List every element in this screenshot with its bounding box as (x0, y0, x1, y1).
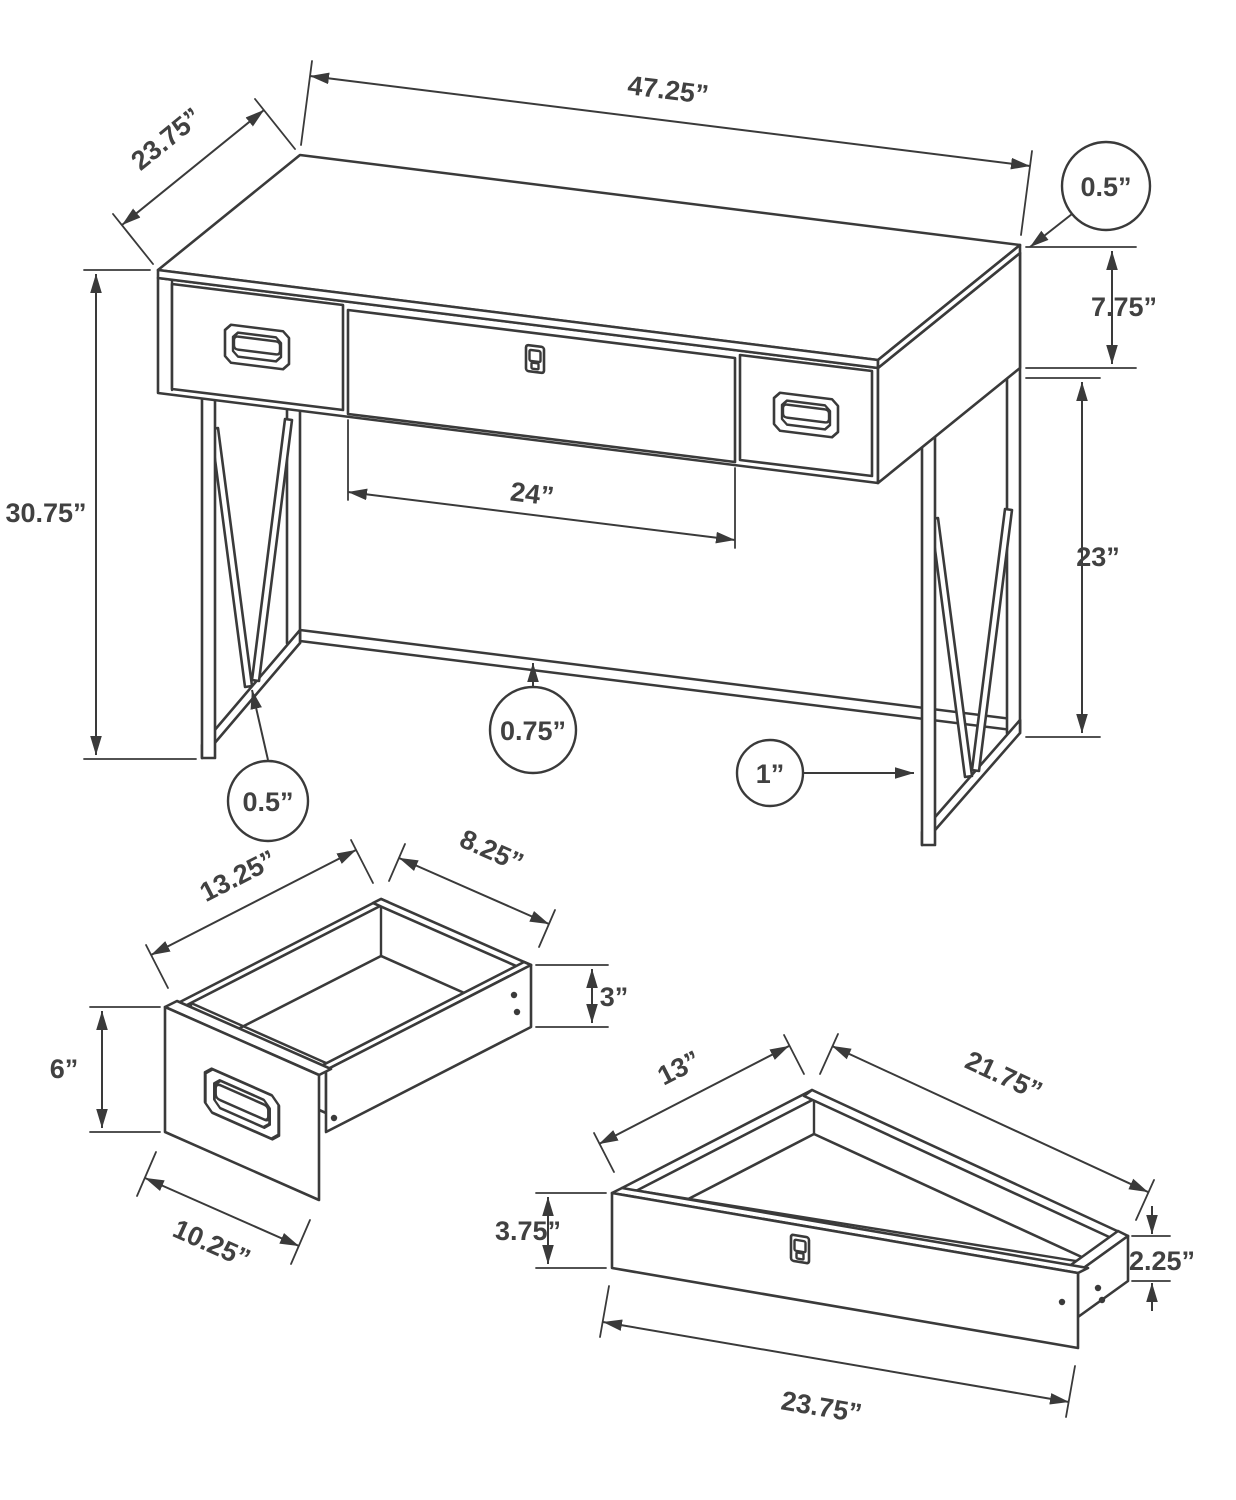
extension-line (593, 1132, 615, 1173)
extension-line (783, 1034, 805, 1075)
extension-line (388, 843, 406, 882)
center-drawer-pull (524, 343, 546, 375)
dimension-line (309, 72, 1031, 170)
inner-front-edge (189, 1001, 328, 1065)
right-drawer-handle (772, 391, 840, 439)
screw-dot (330, 1114, 338, 1122)
dim-leg-width: 1” (756, 759, 785, 789)
dim-leg-clearance: 23” (1076, 542, 1120, 572)
dim-small-drawer-front-height: 6” (50, 1054, 79, 1084)
dim-bubble-brace (226, 759, 310, 843)
screw-dot (513, 1008, 521, 1016)
dimension-line (144, 1177, 300, 1247)
extension-line (1020, 150, 1033, 236)
dimension-line (602, 1319, 1070, 1405)
screw-dot (1094, 1284, 1102, 1292)
drawer-pull (789, 1233, 811, 1265)
leader-line (250, 689, 269, 761)
dim-large-drawer-side-height: 2.25” (1129, 1246, 1195, 1276)
right-v-brace-front (929, 516, 974, 779)
dim-small-drawer-side-height: 3” (600, 982, 629, 1012)
desk-isometric-view: 47.25” 23.75” 0.5” 7.75” 30.75” 24” (5, 60, 1157, 847)
right-wall-outer (324, 963, 533, 1134)
extension-line (300, 60, 313, 146)
dim-large-drawer-top-width: 21.75” (961, 1045, 1047, 1106)
dimension-line (398, 857, 550, 925)
dim-small-drawer-depth: 13.25” (195, 844, 281, 908)
dim-large-drawer-front-height: 3.75” (495, 1216, 561, 1246)
large-drawer-box (610, 1088, 1130, 1350)
large-drawer-isometric-view: 13” 21.75” 3.75” 2.25” 23.75” (495, 1033, 1195, 1429)
extension-line (350, 839, 374, 884)
extension-line (112, 213, 154, 265)
leader-line (1029, 213, 1073, 248)
screw-dot (510, 991, 518, 999)
dimension-line (598, 1045, 790, 1145)
handle-bail (781, 403, 831, 424)
pull-recess (528, 348, 542, 364)
extension-line (819, 1033, 839, 1075)
drawer-handle (203, 1067, 281, 1141)
back-wall-top (371, 897, 533, 971)
extension-line (538, 909, 556, 948)
small-drawer-isometric-view: 13.25” 8.25” 6” 3” 10.25” (50, 824, 629, 1274)
stretcher-bar (298, 628, 1022, 733)
small-drawer-box (163, 897, 533, 1202)
dimension-line (150, 849, 357, 956)
left-drawer-handle (223, 323, 291, 371)
dim-desk-overall-height: 30.75” (5, 498, 86, 528)
left-bottom-rail (200, 628, 302, 760)
dimension-line (121, 109, 265, 226)
dim-bubble-stretcher (488, 685, 578, 775)
dim-large-drawer-front-width: 23.75” (779, 1386, 864, 1429)
right-front-leg (920, 434, 937, 847)
extension-line (290, 1219, 311, 1265)
dim-bubble-leg-width (735, 738, 805, 808)
handle-recess (213, 1079, 271, 1129)
dim-bubble-top-thickness (1060, 140, 1152, 232)
left-v-brace-front (209, 426, 254, 689)
dim-center-drawer-width: 24” (509, 476, 556, 511)
right-bottom-rail (920, 718, 1022, 847)
dim-large-drawer-depth: 13” (653, 1045, 705, 1092)
left-front-leg (200, 390, 217, 760)
pull-drop (795, 1251, 805, 1261)
dim-stretcher-thickness: 0.75” (500, 716, 566, 746)
right-v-brace-back (970, 507, 1014, 773)
center-drawer-front (346, 308, 737, 464)
extension-line (599, 1285, 610, 1338)
handle-recess (780, 399, 832, 431)
screw-dot (1098, 1296, 1106, 1304)
extension-line (1065, 1365, 1076, 1418)
dim-desk-apron-height: 7.75” (1091, 292, 1157, 322)
handle-bail (232, 335, 282, 356)
dimension-line (831, 1045, 1149, 1193)
dim-small-drawer-front-width: 10.25” (169, 1214, 255, 1274)
left-v-brace-back (250, 417, 294, 683)
dim-brace-thickness: 0.5” (242, 787, 293, 817)
extension-line (254, 98, 296, 150)
handle-bail (214, 1083, 270, 1122)
desk-drawers (170, 282, 874, 478)
pull-recess (793, 1238, 807, 1254)
desk-top-right-edge (876, 243, 1022, 370)
extension-line (136, 1151, 157, 1197)
handle-recess (231, 331, 283, 363)
front-panel-face (610, 1191, 1080, 1350)
extension-line (145, 944, 169, 989)
dim-desk-top-thickness: 0.5” (1080, 172, 1131, 202)
dimension-line (347, 488, 736, 544)
extension-line (1135, 1179, 1155, 1221)
dim-small-drawer-top-width: 8.25” (455, 824, 528, 878)
screw-dot (1058, 1298, 1066, 1306)
pull-drop (530, 361, 540, 371)
dim-desk-top-width: 47.25” (626, 70, 710, 110)
